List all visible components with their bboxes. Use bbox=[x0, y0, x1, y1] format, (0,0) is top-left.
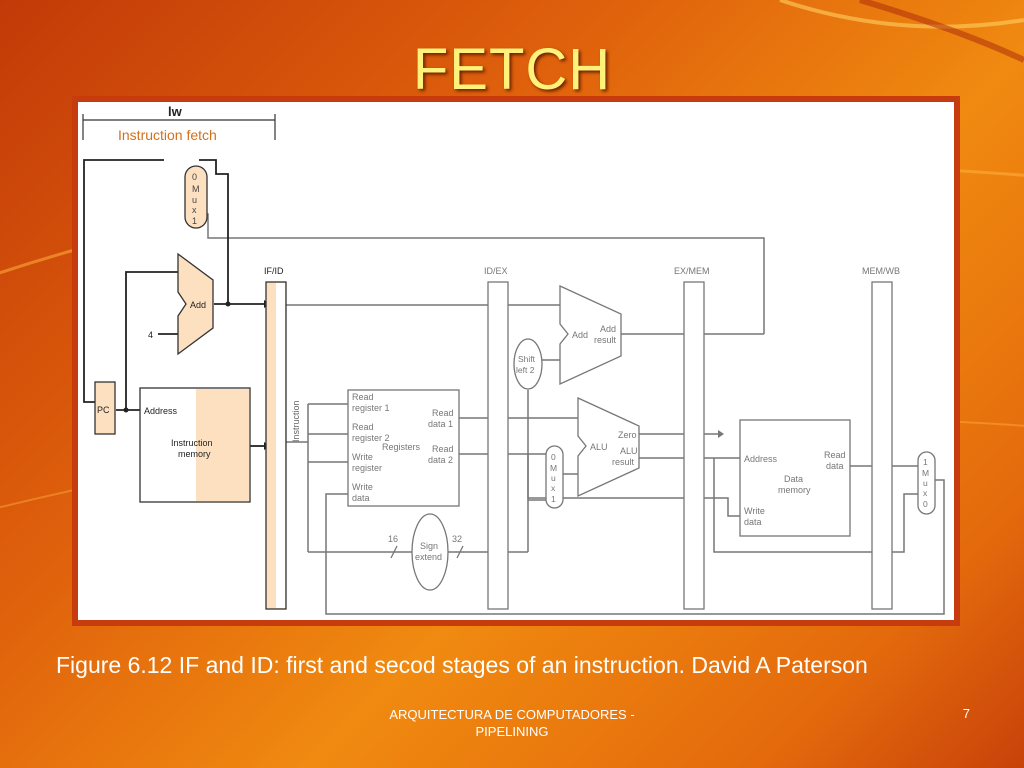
mux-writeback bbox=[917, 451, 936, 515]
mux-alu-2: u bbox=[551, 473, 556, 483]
branch-result-l2: result bbox=[594, 335, 617, 345]
page-number: 7 bbox=[962, 706, 970, 721]
register-file-name: Registers bbox=[382, 442, 421, 452]
imem-name-line1: Instruction bbox=[171, 438, 213, 448]
alu-name: ALU bbox=[590, 442, 608, 452]
sign-line2: extend bbox=[415, 552, 442, 562]
instruction-memory-highlight bbox=[196, 389, 249, 501]
dm-name-l2: memory bbox=[778, 485, 811, 495]
datapath-diagram: lw Instruction fetch bbox=[82, 104, 945, 615]
shift-line2: left 2 bbox=[516, 365, 535, 375]
wire-mux-to-pc bbox=[83, 159, 164, 403]
reg-rd2-l2: data 2 bbox=[428, 455, 453, 465]
imem-name-line2: memory bbox=[178, 449, 211, 459]
reg-rd1-l1: Read bbox=[432, 408, 454, 418]
dm-name-l1: Data bbox=[784, 474, 803, 484]
reg-rd2-l1: Read bbox=[432, 444, 454, 454]
sign-line1: Sign bbox=[420, 541, 438, 551]
mux-pc-select bbox=[184, 165, 208, 229]
mux-top-2: u bbox=[192, 195, 197, 205]
wire-writedata-dm bbox=[702, 497, 740, 517]
reg-rr1-l2: register 1 bbox=[352, 403, 390, 413]
sign-out-bits: 32 bbox=[452, 534, 462, 544]
reg-rr1-l1: Read bbox=[352, 392, 374, 402]
imem-address-label: Address bbox=[144, 406, 178, 416]
mux-alu-0: 0 bbox=[551, 452, 556, 462]
label-ifid: IF/ID bbox=[264, 266, 284, 276]
figure-caption: Figure 6.12 IF and ID: first and secod s… bbox=[56, 652, 868, 678]
instruction-label: lw bbox=[168, 104, 183, 119]
junction-pc bbox=[123, 407, 129, 413]
mux-alu-3: x bbox=[551, 483, 556, 493]
instruction-bus-label: Instruction bbox=[291, 400, 301, 442]
mux-top-1: M bbox=[192, 184, 200, 194]
junction-adder bbox=[225, 301, 231, 307]
mux-top-0: 0 bbox=[192, 172, 197, 182]
alu-result-l1: ALU bbox=[620, 446, 638, 456]
dm-read-l2: data bbox=[826, 461, 844, 471]
register-file bbox=[347, 389, 460, 507]
wire-memwb-bypass bbox=[890, 493, 918, 553]
wire-pc-to-adder bbox=[125, 271, 178, 410]
bus-slash-out bbox=[456, 545, 464, 559]
label-idex: ID/EX bbox=[484, 266, 508, 276]
sign-in-bits: 16 bbox=[388, 534, 398, 544]
pipeline-register-memwb bbox=[871, 281, 893, 610]
figure-frame: lw Instruction fetch bbox=[72, 96, 960, 626]
reg-wd-l1: Write bbox=[352, 482, 373, 492]
mux-wb-4: 0 bbox=[923, 499, 928, 509]
reg-wr-l2: register bbox=[352, 463, 382, 473]
pc-adder-label: Add bbox=[190, 300, 206, 310]
pc-adder bbox=[177, 252, 214, 356]
branch-adder bbox=[559, 284, 622, 386]
wire-aluresult-bypass bbox=[713, 458, 872, 553]
sign-extend bbox=[411, 513, 449, 591]
branch-result-l1: Add bbox=[600, 324, 616, 334]
dm-address: Address bbox=[744, 454, 778, 464]
bus-slash-in bbox=[390, 545, 398, 559]
wire-writeback bbox=[325, 479, 945, 615]
reg-rr2-l1: Read bbox=[352, 422, 374, 432]
alu bbox=[577, 396, 640, 498]
mux-wb-0: 1 bbox=[923, 457, 928, 467]
dm-read-l1: Read bbox=[824, 450, 846, 460]
dm-write-l2: data bbox=[744, 517, 762, 527]
slide-title: FETCH bbox=[412, 37, 612, 102]
shift-line1: Shift bbox=[518, 354, 536, 364]
mux-wb-1: M bbox=[922, 468, 929, 478]
wire-adder-to-mux bbox=[199, 159, 229, 304]
reg-rr2-l2: register 2 bbox=[352, 433, 390, 443]
arrow-zero bbox=[718, 430, 724, 438]
program-counter bbox=[94, 381, 116, 435]
pipeline-register-ifid-right bbox=[276, 283, 285, 608]
mux-wb-3: x bbox=[923, 488, 928, 498]
pipeline-register-idex bbox=[487, 281, 509, 610]
wire-readdata2-exmem bbox=[527, 454, 684, 499]
mux-top-3: x bbox=[192, 205, 197, 215]
label-memwb: MEM/WB bbox=[862, 266, 900, 276]
mux-alu-1: M bbox=[550, 463, 557, 473]
mux-alu-source bbox=[545, 445, 564, 509]
label-exmem: EX/MEM bbox=[674, 266, 710, 276]
mux-wb-2: u bbox=[923, 478, 928, 488]
mux-top-4: 1 bbox=[192, 216, 197, 226]
reg-wd-l2: data bbox=[352, 493, 370, 503]
data-memory bbox=[739, 419, 851, 537]
reg-rd1-l2: data 1 bbox=[428, 419, 453, 429]
alu-result-l2: result bbox=[612, 457, 635, 467]
slide-footer: ARQUITECTURA DE COMPUTADORES - PIPELININ… bbox=[389, 707, 635, 739]
alu-zero: Zero bbox=[618, 430, 637, 440]
pipeline-register-exmem bbox=[683, 281, 705, 610]
dm-write-l1: Write bbox=[744, 506, 765, 516]
mux-alu-4: 1 bbox=[551, 494, 556, 504]
reg-wr-l1: Write bbox=[352, 452, 373, 462]
stage-label: Instruction fetch bbox=[118, 127, 217, 143]
pc-label: PC bbox=[97, 405, 110, 415]
branch-add-label: Add bbox=[572, 330, 588, 340]
constant-four: 4 bbox=[148, 330, 153, 340]
pipeline-datapath-figure: lw Instruction fetch bbox=[78, 102, 954, 620]
shift-left-2 bbox=[513, 338, 543, 390]
